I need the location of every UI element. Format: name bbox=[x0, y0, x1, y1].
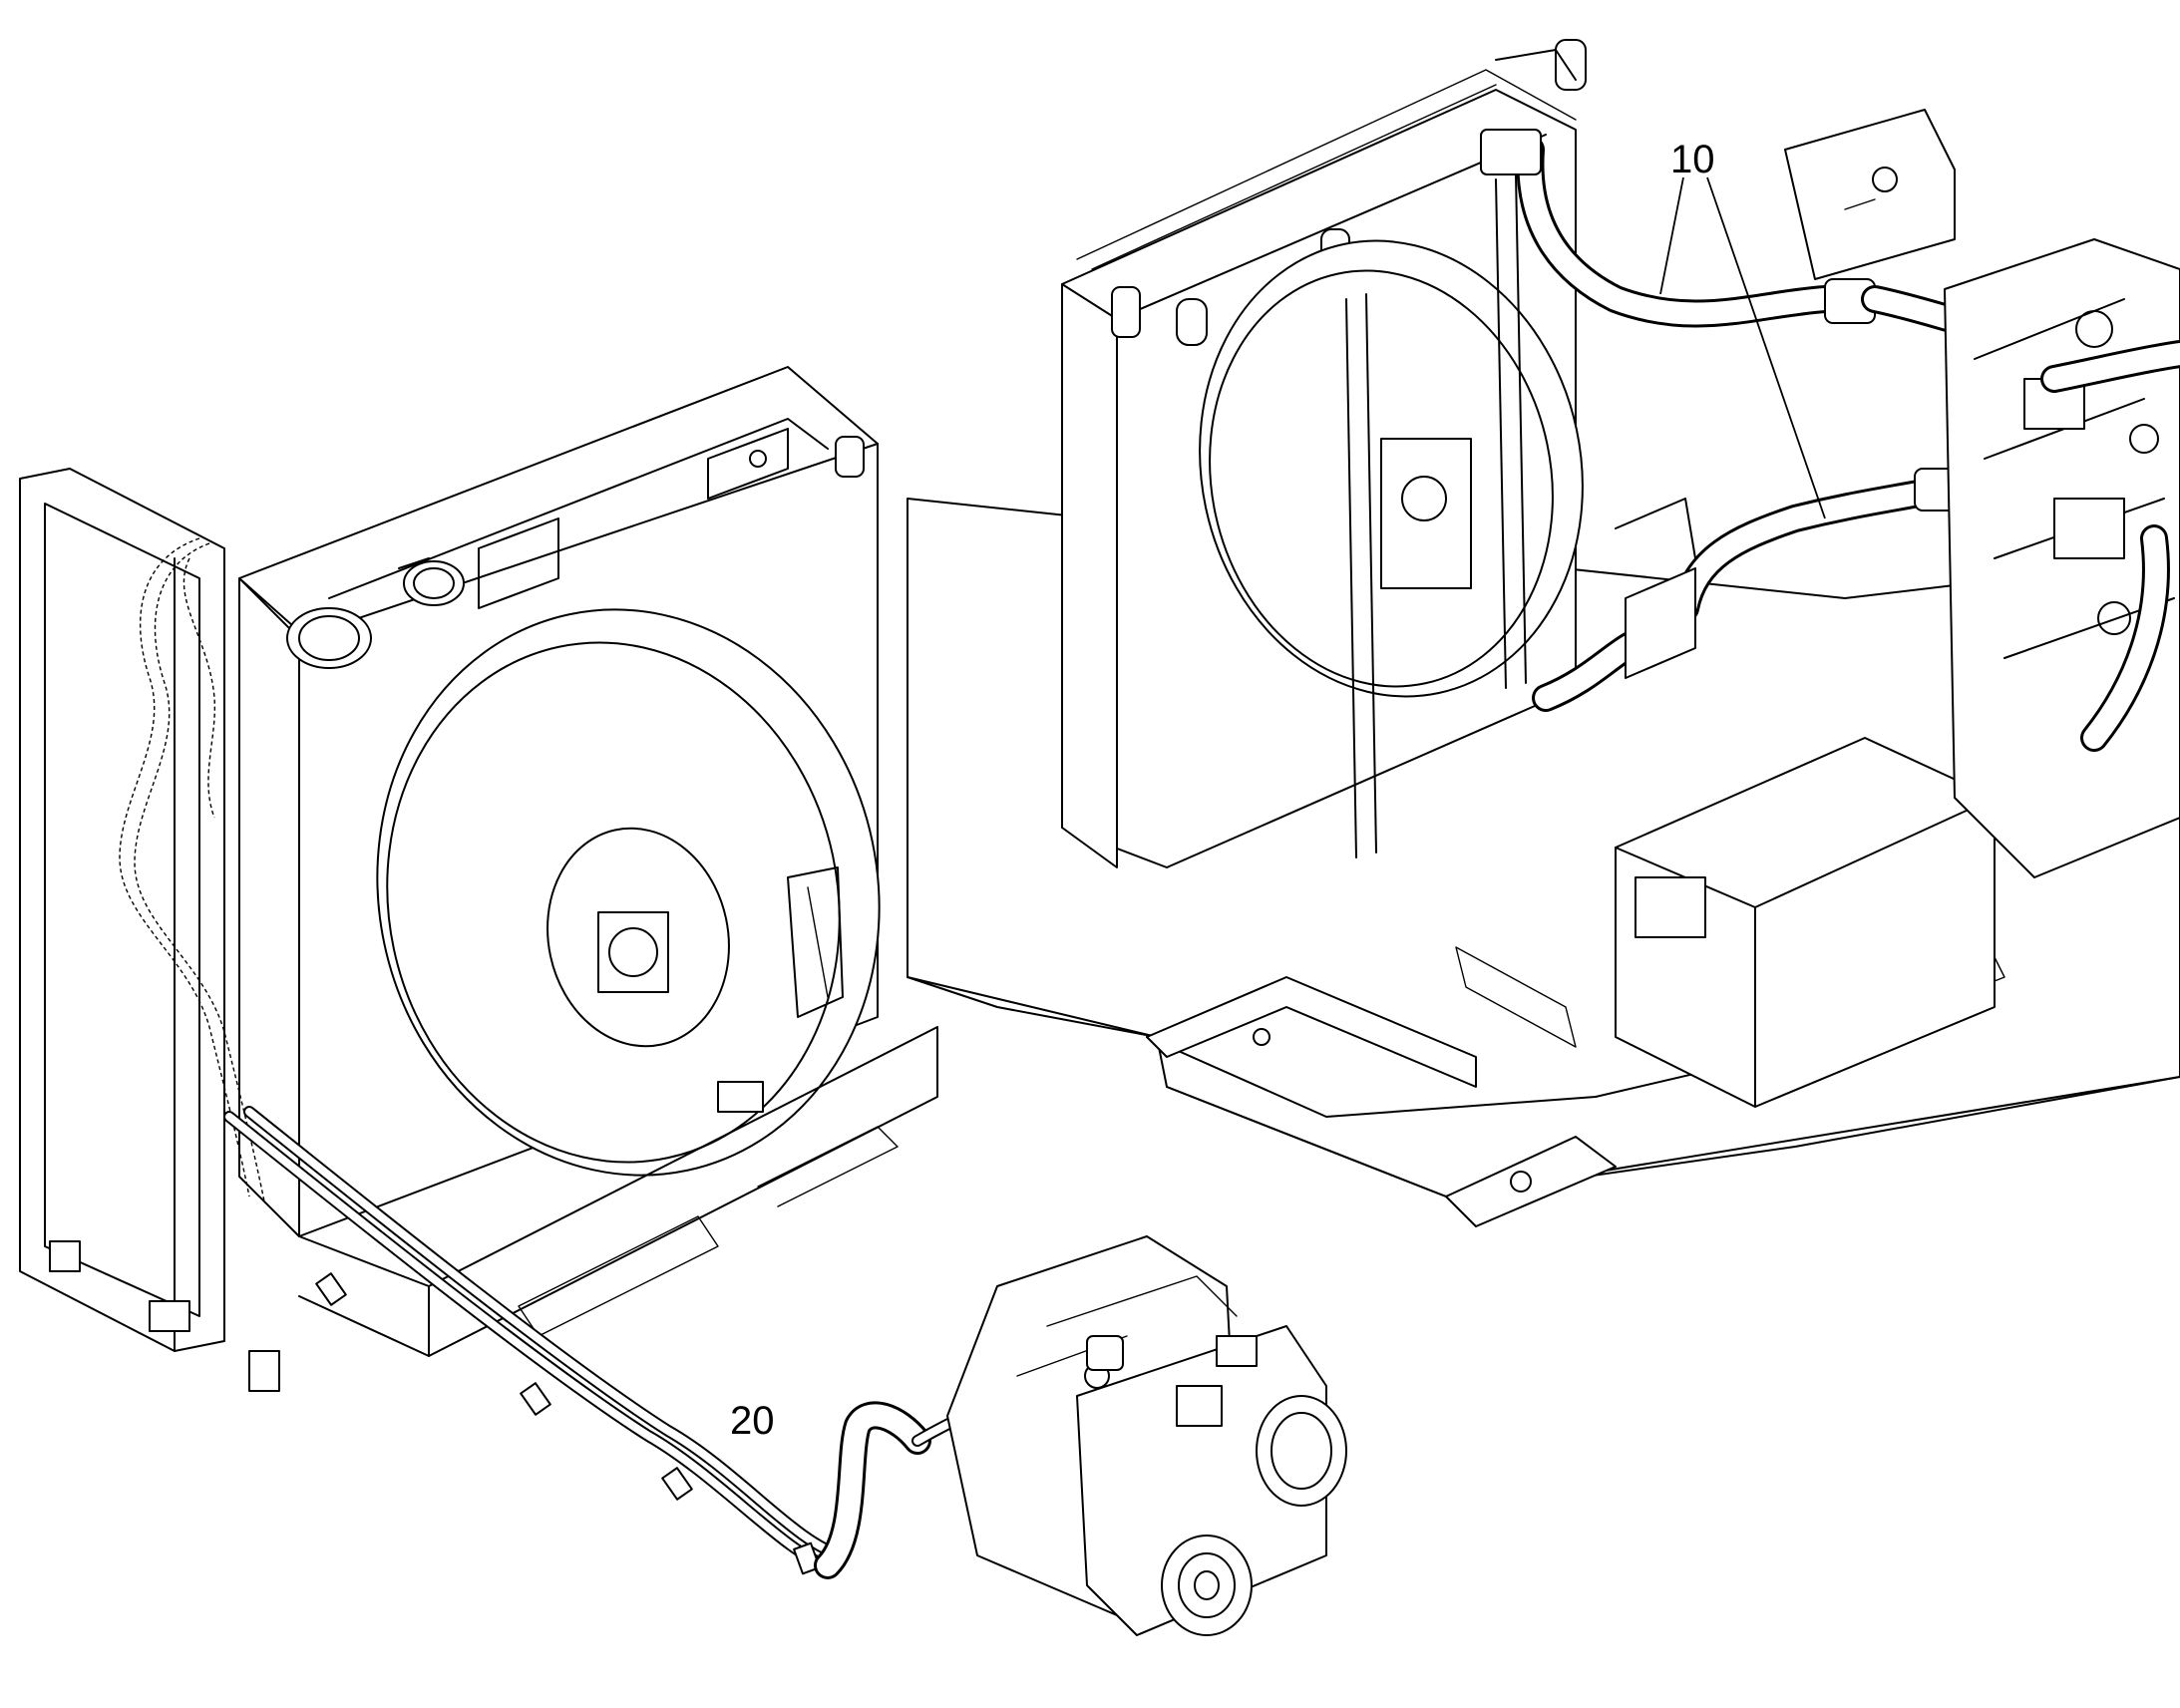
frame-block bbox=[1635, 876, 1706, 938]
foot-left bbox=[149, 1300, 190, 1332]
cross-member bbox=[1146, 976, 1477, 1088]
callout-10-leader-b bbox=[1706, 176, 1826, 519]
mount-block bbox=[707, 428, 789, 500]
hose-clamp-2 bbox=[520, 1382, 551, 1416]
radiator-cap-2 bbox=[1176, 298, 1208, 346]
hose-bracket bbox=[1625, 567, 1696, 679]
engine-component-2 bbox=[2053, 498, 2125, 559]
foot-right bbox=[248, 1350, 280, 1392]
hose-clamp-3 bbox=[661, 1467, 693, 1501]
left-frame-inner bbox=[44, 503, 200, 1317]
callout-10: 10 bbox=[1659, 138, 1826, 519]
bolt-post bbox=[835, 436, 865, 478]
callout-20-label: 20 bbox=[730, 1399, 775, 1443]
fan-shroud-outer bbox=[376, 608, 881, 1177]
pump-fitting bbox=[1086, 1335, 1124, 1371]
pump-port bbox=[1256, 1395, 1347, 1507]
radiator-cap-1 bbox=[1111, 286, 1141, 338]
bracket-clip bbox=[717, 1081, 764, 1113]
engine-mount-bracket bbox=[1784, 109, 1956, 280]
right-chassis-assembly bbox=[907, 39, 2180, 1227]
left-radiator-assembly bbox=[19, 366, 938, 1392]
pump-valve-block bbox=[1176, 1385, 1223, 1427]
pump-shaft-flange bbox=[1161, 1535, 1253, 1636]
callout-10-label: 10 bbox=[1670, 138, 1715, 181]
callout-20: 20 bbox=[730, 1399, 775, 1443]
radiator-side bbox=[1061, 283, 1118, 868]
right-fan-mount bbox=[1380, 438, 1472, 589]
frame-box bbox=[1615, 737, 1996, 1108]
hydraulic-pump bbox=[946, 1235, 1347, 1636]
hose-clamp-4 bbox=[793, 1541, 821, 1575]
radiator-cap-4 bbox=[1555, 39, 1587, 91]
hose-clamp-1 bbox=[315, 1272, 347, 1306]
upper-hose-fitting bbox=[1480, 129, 1542, 175]
callout-10-leader-a bbox=[1659, 176, 1684, 295]
fan-hub bbox=[546, 827, 730, 1048]
pump-body bbox=[1076, 1325, 1327, 1636]
